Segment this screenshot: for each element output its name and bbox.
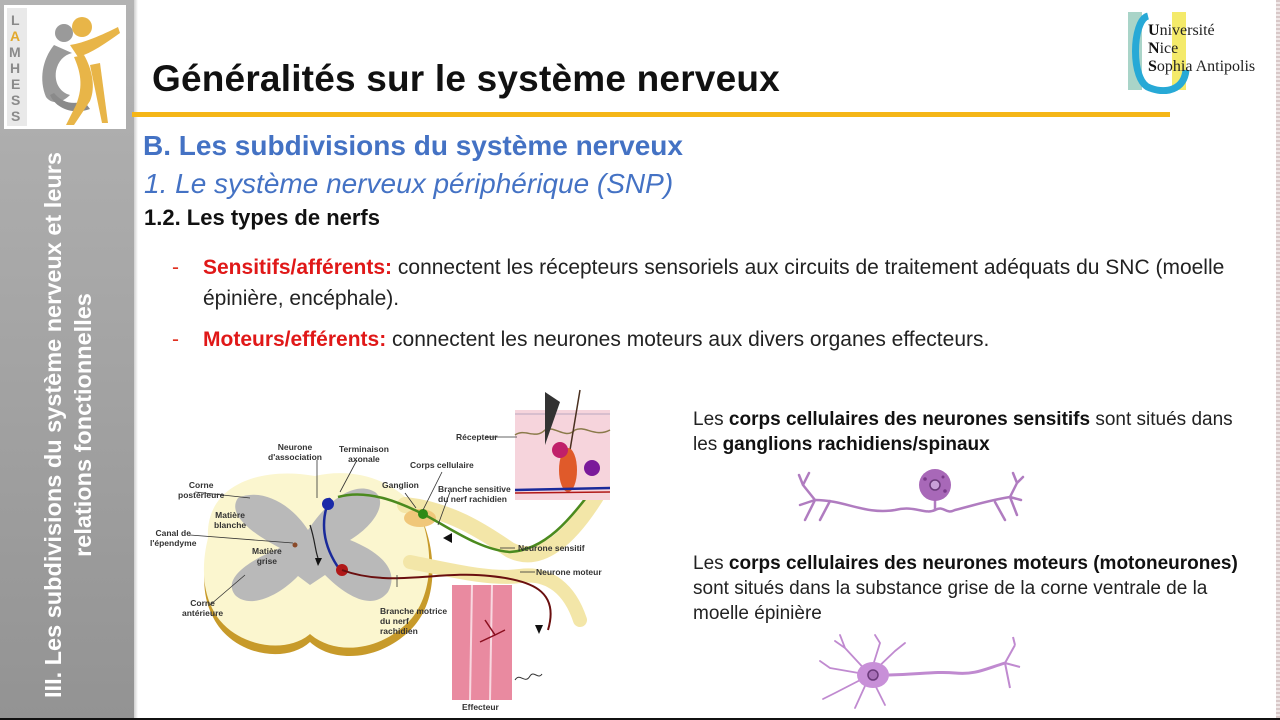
uni-initial-n: N <box>1148 40 1160 57</box>
desc-text: sont situés dans les <box>693 409 1233 455</box>
svg-text:M: M <box>9 44 21 60</box>
motor-neuron-description: Les corps cellulaires des neurones moteu… <box>693 551 1253 626</box>
svg-text:E: E <box>11 76 20 92</box>
multipolar-neuron-icon <box>819 634 1021 709</box>
section-heading: B. Les subdivisions du système nerveux <box>143 130 683 161</box>
label-ganglion: Ganglion <box>382 480 419 490</box>
sidebar-section-label: III. Les subdivisions du système nerveux… <box>40 152 96 698</box>
subsubsection-heading: 1.2. Les types de nerfs <box>144 205 380 230</box>
desc-text: Les <box>693 409 729 430</box>
bullet-marker: - <box>172 256 179 279</box>
uni-initial-u: U <box>1148 22 1160 39</box>
uni-line-3: ophia Antipolis <box>1156 58 1256 75</box>
right-edge-strip <box>1276 0 1280 718</box>
desc-text: Les <box>693 553 729 574</box>
desc-bold: ganglions rachidiens/spinaux <box>722 434 990 455</box>
uni-initial-s: S <box>1148 58 1157 75</box>
unsa-logo-icon <box>1128 12 1190 95</box>
sensory-neuron-description: Les corps cellulaires des neurones sensi… <box>693 407 1253 457</box>
svg-text:S: S <box>11 108 20 124</box>
bullet-marker: - <box>172 328 179 351</box>
desc-text: sont situés dans la substance grise de l… <box>693 578 1208 624</box>
label-effecteur: Effecteur <box>462 702 499 712</box>
university-logo <box>1126 10 1266 95</box>
page-title: Généralités sur le système nerveux <box>152 58 780 99</box>
desc-bold: corps cellulaires des neurones sensitifs <box>728 409 1091 430</box>
label-corps-cellulaire: Corps cellulaire <box>410 460 474 470</box>
bullet-term: Sensitifs/afférents: <box>203 256 393 279</box>
desc-bold: corps cellulaires des neurones moteurs (… <box>728 553 1238 574</box>
label-recepteur: Récepteur <box>456 432 498 442</box>
bottom-border <box>0 718 1280 720</box>
label-neurone-moteur: Neurone moteur <box>536 567 602 577</box>
bullet-text: connectent les récepteurs sensoriels aux… <box>203 256 1225 310</box>
svg-text:A: A <box>10 28 20 44</box>
bullet-list: - Sensitifs/afférents: connectent les ré… <box>172 252 1252 365</box>
bullet-item-sensitive: - Sensitifs/afférents: connectent les ré… <box>172 252 1252 314</box>
svg-text:S: S <box>11 92 20 108</box>
uni-line-1: niversité <box>1159 22 1215 39</box>
sidebar: L A M H E S S III. Les subdivision <box>0 0 134 718</box>
bullet-term: Moteurs/efférents: <box>203 328 387 351</box>
bullet-text: connectent les neurones moteurs aux dive… <box>386 328 990 351</box>
lamhess-logo-icon: L A M H E S S <box>7 8 120 126</box>
bullet-item-motor: - Moteurs/efférents: connectent les neur… <box>172 324 1252 355</box>
label-neurone-sensitif: Neurone sensitif <box>518 543 585 553</box>
title-underline <box>132 112 1170 117</box>
svg-text:L: L <box>11 12 20 28</box>
sidebar-shadow <box>134 0 138 718</box>
pseudounipolar-neuron-icon <box>797 469 1025 522</box>
university-name: Université Nice Sophia Antipolis <box>1148 22 1255 76</box>
spinal-cord-illustration <box>189 389 611 701</box>
svg-text:H: H <box>10 60 20 76</box>
subsection-heading: 1. Le système nerveux périphérique (SNP) <box>144 168 674 199</box>
lamhess-logo: L A M H E S S <box>4 5 126 129</box>
uni-line-2: ice <box>1159 40 1179 57</box>
